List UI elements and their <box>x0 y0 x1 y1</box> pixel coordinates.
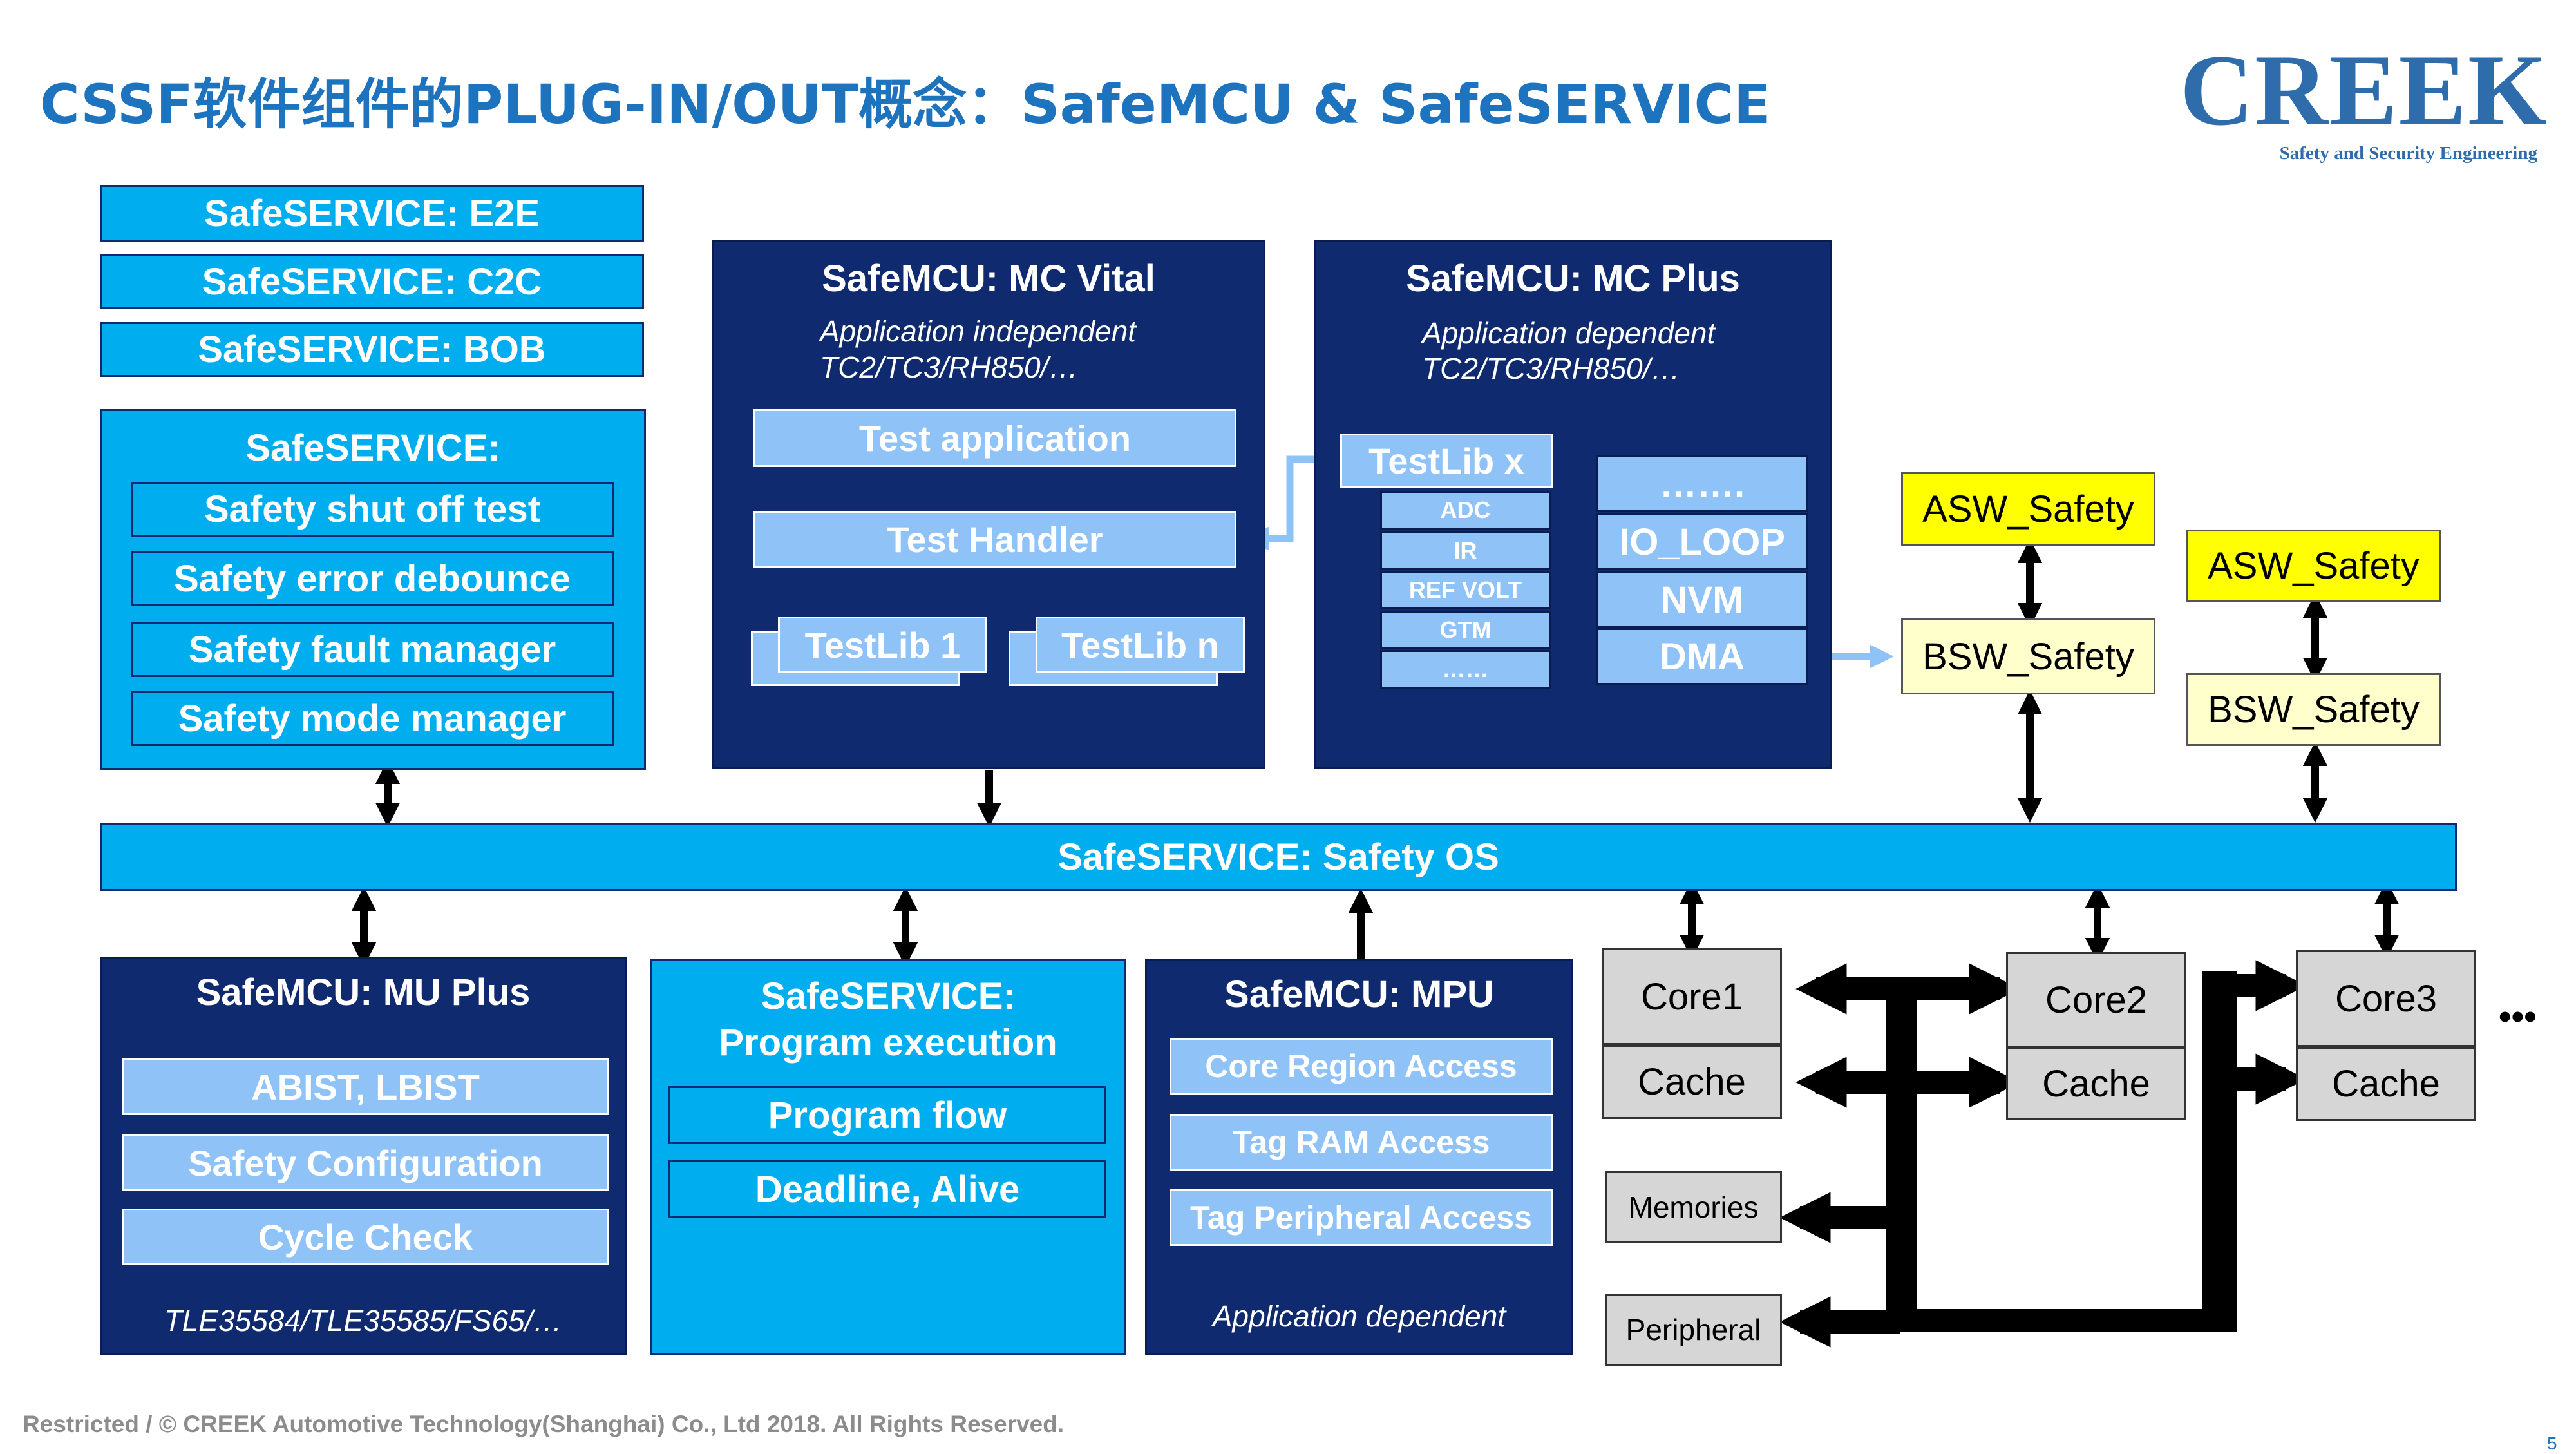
safeservice-e2e: SafeSERVICE: E2E <box>100 185 644 242</box>
safeservice-block-title: SafeSERVICE: <box>245 426 500 469</box>
program-flow: Program flow <box>668 1086 1106 1144</box>
copyright-footer: Restricted / © CREEK Automotive Technolo… <box>23 1411 1065 1437</box>
core-bus-vertical-left <box>1886 978 1917 1321</box>
core-bus-vertical-right <box>2202 971 2237 1321</box>
testlib-more: …… <box>1380 650 1551 689</box>
program-execution-title-2: Program execution <box>719 1021 1057 1064</box>
bsw-safety-1: BSW_Safety <box>1901 618 2155 694</box>
safety-configuration: Safety Configuration <box>122 1134 609 1191</box>
core-region-access: Core Region Access <box>1170 1038 1553 1095</box>
safeservice-block: SafeSERVICE: Safety shut off test Safety… <box>100 409 646 770</box>
testlib-gtm: GTM <box>1380 611 1551 649</box>
mc-plus-title: SafeMCU: MC Plus <box>1406 258 1740 300</box>
program-execution-block: SafeSERVICE: Program execution Program f… <box>650 959 1126 1355</box>
safeservice-bob: SafeSERVICE: BOB <box>100 322 644 377</box>
dma: DMA <box>1596 628 1808 685</box>
abist-lbist: ABIST, LBIST <box>122 1058 609 1115</box>
testlib-adc: ADC <box>1380 491 1551 530</box>
safety-fault-manager: Safety fault manager <box>131 622 614 677</box>
mc-plus-desc-2: TC2/TC3/RH850/… <box>1422 352 1681 385</box>
core3-cache: Cache <box>2296 1047 2476 1121</box>
mc-plus-block: SafeMCU: MC Plus Application dependent T… <box>1314 240 1832 769</box>
logo-tagline: Safety and Security Engineering <box>2279 143 2537 164</box>
tag-ram-access: Tag RAM Access <box>1170 1114 1553 1171</box>
creek-logo: CREEK <box>2180 34 2548 147</box>
testlib-ir: IR <box>1380 531 1551 570</box>
memories: Memories <box>1605 1171 1782 1243</box>
testlib-n: TestLib n <box>1036 617 1245 673</box>
page-number: 5 <box>2547 1433 2557 1453</box>
safety-os-bar: SafeSERVICE: Safety OS <box>100 823 2457 891</box>
tag-peripheral-access: Tag Peripheral Access <box>1170 1189 1553 1246</box>
mc-vital-desc-1: Application independent <box>820 314 1137 348</box>
test-application: Test application <box>753 409 1236 467</box>
mu-plus-title: SafeMCU: MU Plus <box>196 971 531 1013</box>
safety-mode-manager: Safety mode manager <box>131 691 614 746</box>
testlib-ref-volt: REF VOLT <box>1380 571 1551 609</box>
io-loop: IO_LOOP <box>1596 513 1808 570</box>
test-handler: Test Handler <box>753 511 1236 568</box>
nvm: NVM <box>1596 571 1808 628</box>
core1: Core1 <box>1602 948 1782 1045</box>
mpu-title: SafeMCU: MPU <box>1224 973 1494 1015</box>
mpu-footer: Application dependent <box>1212 1299 1506 1333</box>
page-title: CSSF软件组件的PLUG-IN/OUT概念：SafeMCU & SafeSER… <box>40 73 1771 136</box>
mc-vital-title: SafeMCU: MC Vital <box>822 258 1155 300</box>
testlib-1: TestLib 1 <box>778 617 987 673</box>
core2: Core2 <box>2006 952 2186 1047</box>
mu-plus-footer: TLE35584/TLE35585/FS65/… <box>164 1304 563 1337</box>
mc-vital-block: SafeMCU: MC Vital Application independen… <box>712 240 1265 769</box>
cycle-check: Cycle Check <box>122 1209 609 1265</box>
mc-plus-desc-1: Application dependent <box>1422 316 1716 350</box>
asw-safety-2: ASW_Safety <box>2186 530 2441 602</box>
mc-vital-desc-2: TC2/TC3/RH850/… <box>820 350 1079 384</box>
mu-plus-block: SafeMCU: MU Plus ABIST, LBIST Safety Con… <box>100 957 627 1355</box>
core2-cache: Cache <box>2006 1047 2186 1120</box>
more-cores-ellipsis: ••• <box>2499 996 2537 1037</box>
program-execution-title-1: SafeSERVICE: <box>761 975 1016 1017</box>
core1-cache: Cache <box>1602 1045 1782 1119</box>
peripheral: Peripheral <box>1605 1294 1782 1366</box>
mc-plus-more: ……. <box>1596 455 1808 512</box>
safeservice-c2c: SafeSERVICE: C2C <box>100 254 644 309</box>
asw-safety-1: ASW_Safety <box>1901 472 2155 546</box>
bsw-safety-2: BSW_Safety <box>2186 673 2441 746</box>
safety-error-debounce: Safety error debounce <box>131 551 614 606</box>
core3: Core3 <box>2296 950 2476 1047</box>
deadline-alive: Deadline, Alive <box>668 1160 1106 1218</box>
testlib-x: TestLib x <box>1340 434 1553 488</box>
mpu-block: SafeMCU: MPU Core Region Access Tag RAM … <box>1145 959 1573 1355</box>
safety-shut-off-test: Safety shut off test <box>131 482 614 537</box>
core-bus-horizontal-bottom <box>1886 1309 2237 1332</box>
